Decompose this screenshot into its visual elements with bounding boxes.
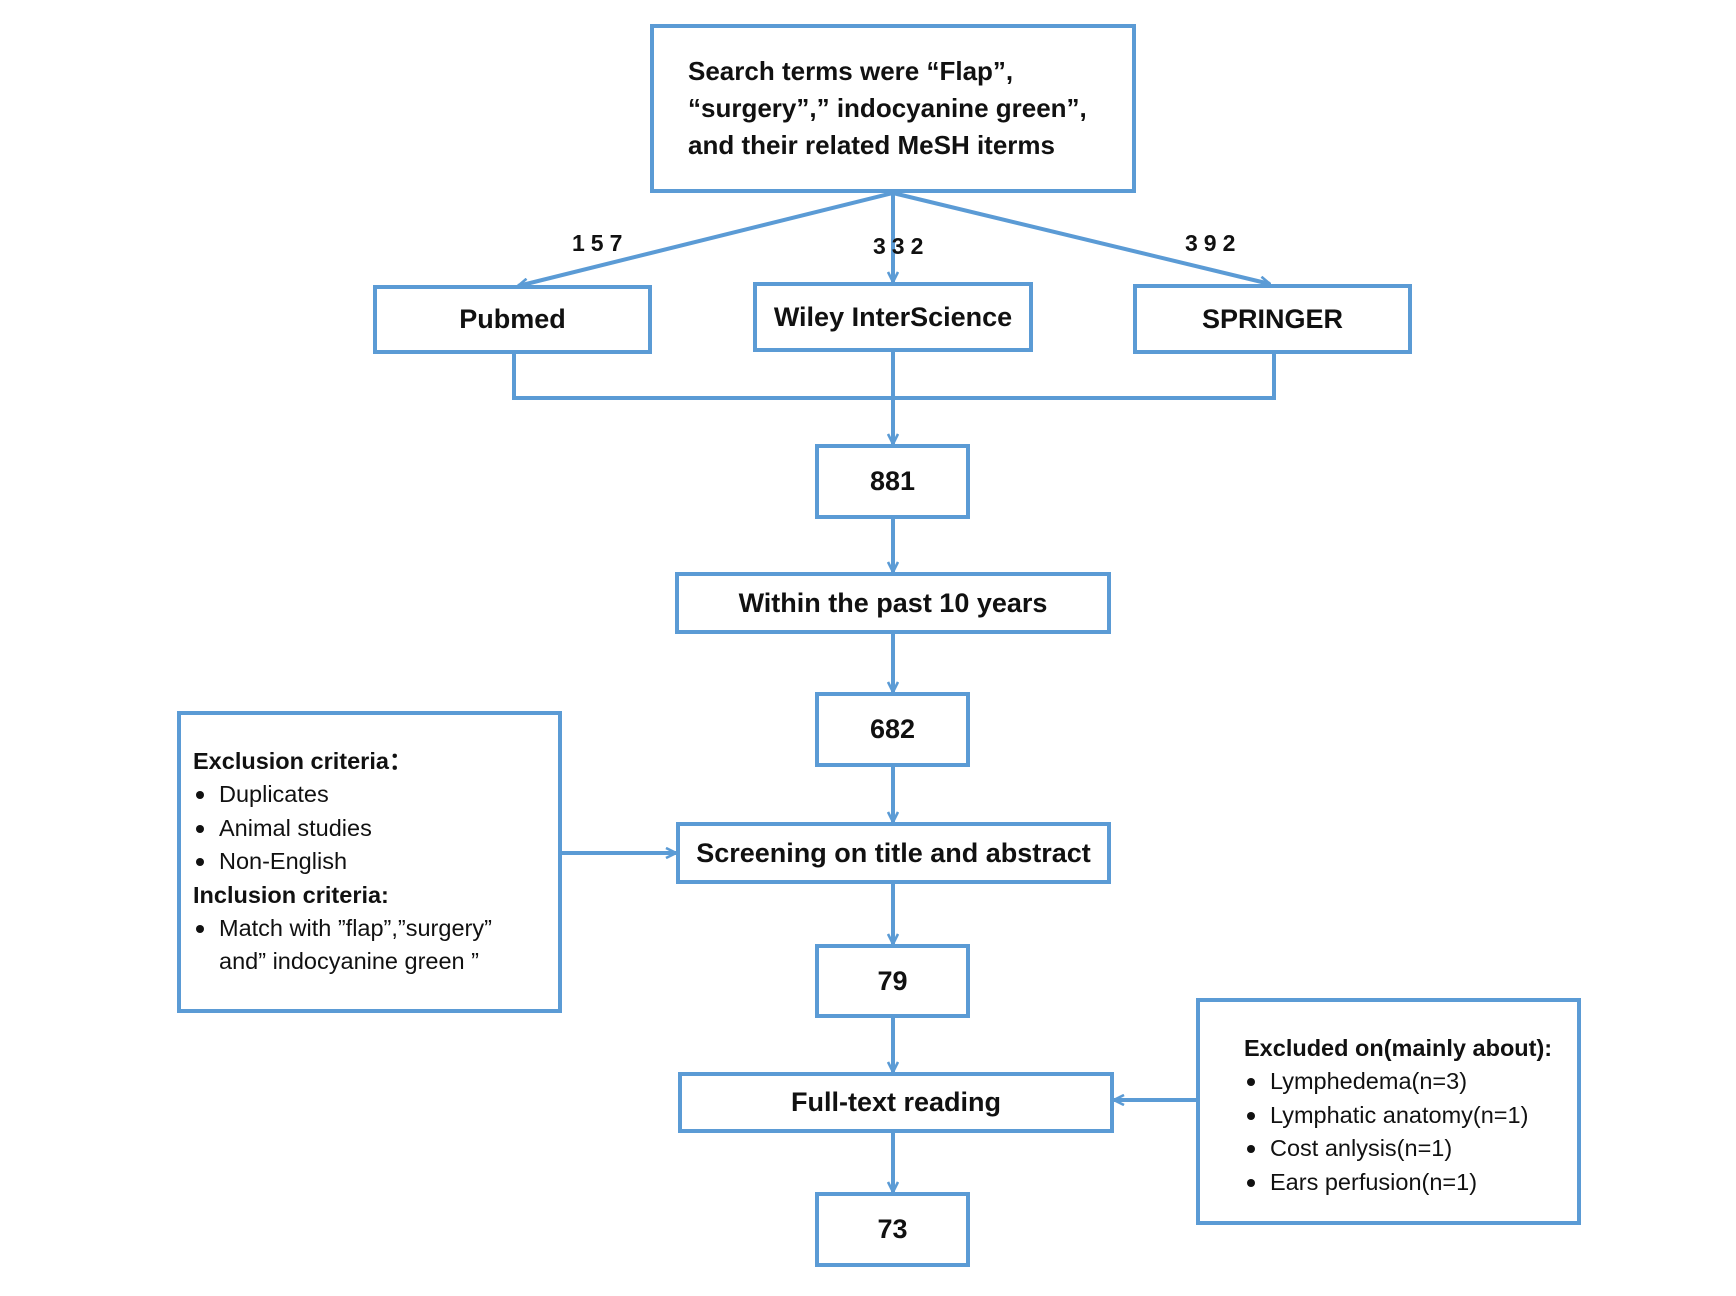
inclusion-criteria-heading: Inclusion criteria: xyxy=(193,881,389,908)
source-label-springer: SPRINGER xyxy=(1201,303,1344,334)
search-terms-box: Search terms were “Flap”, “surgery”,” in… xyxy=(650,24,1136,193)
exclusion-item: Duplicates xyxy=(193,778,529,811)
exclusion-criteria-heading: Exclusion criteria： xyxy=(193,748,413,774)
after-screening-value: 79 xyxy=(877,965,908,996)
source-box-pubmed: Pubmed xyxy=(373,285,652,354)
exclusion-item: Non-English xyxy=(193,845,529,878)
springer-count: 392 xyxy=(1185,230,1242,256)
after-filter-value: 682 xyxy=(869,714,916,744)
source-label-pubmed: Pubmed xyxy=(459,304,566,334)
arrow-search-to-pubmed xyxy=(518,191,894,286)
exclusion-item: Animal studies xyxy=(193,812,529,845)
excluded-item: Ears perfusion(n=1) xyxy=(1244,1166,1552,1199)
final-count-value: 73 xyxy=(877,1214,908,1244)
inclusion-criteria-list: Match with ”flap”,”surgery” and” indocya… xyxy=(193,912,529,979)
excluded-box: Excluded on(mainly about): Lymphedema(n=… xyxy=(1196,998,1581,1225)
after-filter-box: 682 xyxy=(815,692,970,767)
filter-box: Within the past 10 years xyxy=(675,572,1111,634)
total-records-value: 881 xyxy=(869,466,916,496)
screening-label: Screening on title and abstract xyxy=(696,837,1091,868)
final-count-box: 73 xyxy=(815,1192,970,1267)
screening-box: Screening on title and abstract xyxy=(676,822,1111,884)
excluded-item: Cost anlysis(n=1) xyxy=(1244,1132,1552,1165)
source-box-springer: SPRINGER xyxy=(1133,284,1412,354)
arrow-search-to-springer xyxy=(892,191,1270,284)
search-terms-line-3: and their related MeSH iterms xyxy=(688,130,1055,160)
inclusion-item: Match with ”flap”,”surgery” and” indocya… xyxy=(193,912,529,979)
source-box-wiley: Wiley InterScience xyxy=(753,282,1033,352)
excluded-item: Lymphedema(n=3) xyxy=(1244,1065,1552,1098)
fulltext-label: Full-text reading xyxy=(790,1087,1001,1117)
excluded-item: Lymphatic anatomy(n=1) xyxy=(1244,1099,1552,1132)
criteria-box: Exclusion criteria： Duplicates Animal st… xyxy=(177,711,562,1013)
search-terms-line-1: Search terms were “Flap”, xyxy=(688,56,1014,86)
pubmed-count: 157 xyxy=(572,230,629,256)
excluded-heading: Excluded on(mainly about): xyxy=(1244,1035,1553,1061)
filter-label: Within the past 10 years xyxy=(738,587,1048,618)
excluded-list: Lymphedema(n=3) Lymphatic anatomy(n=1) C… xyxy=(1244,1065,1552,1199)
wiley-count: 332 xyxy=(873,233,930,259)
after-screening-box: 79 xyxy=(815,944,970,1018)
search-terms-line-2: “surgery”,” indocyanine green”, xyxy=(688,93,1087,123)
total-records-box: 881 xyxy=(815,444,970,519)
exclusion-criteria-list: Duplicates Animal studies Non-English xyxy=(193,778,529,878)
source-label-wiley: Wiley InterScience xyxy=(773,301,1013,332)
fulltext-box: Full-text reading xyxy=(678,1072,1114,1133)
